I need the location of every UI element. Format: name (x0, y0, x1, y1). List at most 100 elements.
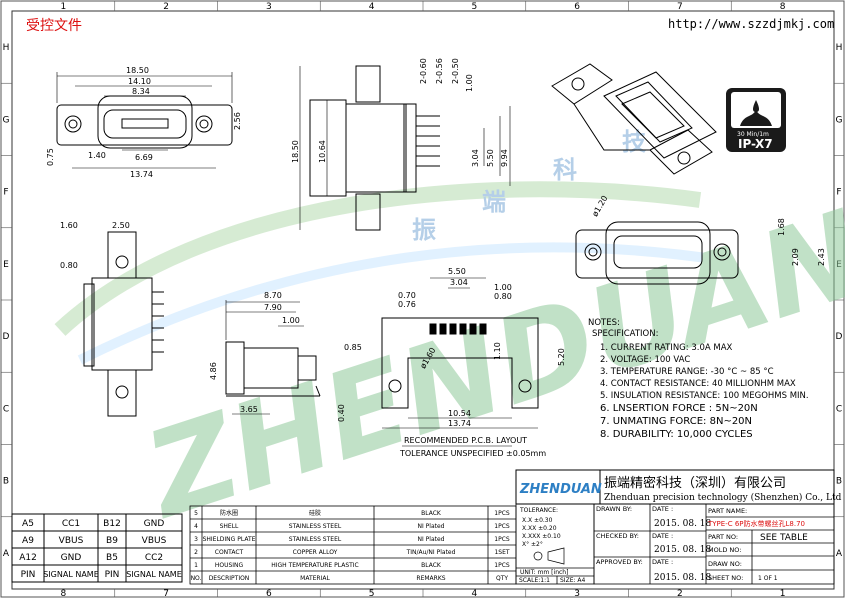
border-number-top: 1 (61, 2, 67, 12)
dim-0-40: 0.40 (337, 404, 346, 422)
dim-1-00-pcb: 1.00 (494, 283, 512, 292)
note-5: 5. INSULATION RESISTANCE: 100 MEGOHMS MI… (600, 391, 809, 401)
bom-cell: STAINLESS STEEL (289, 523, 342, 530)
date-label: DATE : (652, 558, 673, 566)
side-view-mid-dims: 8.70 7.90 1.00 0.85 3.65 4.86 0.40 (209, 291, 362, 422)
pcb-outline (381, 317, 539, 409)
approved-by-label: APPROVED BY: (596, 558, 643, 566)
notes: NOTES: SPECIFICATION: 1. CURRENT RATING:… (588, 318, 809, 440)
ipx7-badge: 30 Min/1m IP-X7 (726, 88, 786, 152)
border-number-bottom: 7 (163, 589, 169, 598)
dim-3-04: 3.04 (471, 149, 480, 167)
bom-cell: SHIELDING PLATE (203, 536, 256, 543)
bom-table (189, 505, 517, 585)
dim-5-50: 5.50 (486, 149, 495, 167)
border-letter-right: F (836, 188, 841, 198)
water-icon (740, 110, 772, 126)
border-letter-right: C (836, 404, 842, 414)
front-screw-left (64, 115, 82, 133)
pin-cell: A12 (19, 553, 37, 563)
note-3: 3. TEMPERATURE RANGE: -30 °C ~ 85 °C (600, 367, 774, 377)
dim-4-86: 4.86 (209, 362, 218, 380)
pin-cell: A5 (22, 519, 34, 529)
note-8: 8. DURABILITY: 10,000 CYCLES (600, 429, 753, 440)
dim-6-69: 6.69 (135, 153, 153, 162)
note-7: 7. UNMATING FORCE: 8N~20N (600, 416, 752, 427)
bom-header-cell: MATERIAL (300, 575, 330, 582)
pin-cell: A9 (22, 536, 34, 546)
bom-cell: NI Plated (418, 523, 445, 530)
plan-flange (575, 229, 739, 279)
bom-cell: 1PCS (494, 562, 510, 569)
dim-8-70: 8.70 (264, 291, 282, 300)
drawn-date: 2015. 08. 18 (654, 519, 712, 529)
controlled-stamp: 受控文件 (26, 18, 82, 34)
side-bottom-tab (355, 193, 381, 231)
company-name-en: Zhenduan precision technology (Shenzhen)… (604, 492, 842, 503)
border-number-bottom: 2 (677, 589, 683, 598)
dim-10-54-pcb: 10.54 (448, 409, 471, 418)
side-view-mid (225, 300, 321, 415)
note-1: 1. CURRENT RATING: 3.0A MAX (600, 343, 733, 353)
note-2: 2. VOLTAGE: 100 VAC (600, 355, 690, 365)
watermark-char-2: 端 (482, 188, 506, 216)
plan-shell (605, 221, 711, 285)
pcb-hole-left (388, 379, 402, 393)
left-bottom-tab (107, 369, 137, 417)
sheet-no-value: 1 OF 1 (758, 575, 778, 582)
pin-table-cells: A5 CC1 B12 GND A9 VBUS B9 VBUS A12 GND B… (19, 519, 182, 580)
bom-header-cell: DESCRIPTION (209, 575, 250, 582)
bom-cell: 1PCS (494, 523, 510, 530)
border-number-bottom: 5 (369, 589, 375, 598)
side-body-main (345, 103, 407, 193)
checked-date: 2015. 08. 18 (654, 545, 712, 555)
projection-symbol (533, 551, 543, 561)
border-letter-right: D (836, 332, 843, 342)
dim-2-09: 2.09 (791, 248, 800, 266)
pin-signal-cell: GND (61, 553, 82, 563)
border-letter-left: H (3, 43, 10, 53)
draw-no-label: DRAW NO: (708, 560, 742, 568)
front-view (56, 72, 233, 169)
drawn-by-label: DRAWN BY: (596, 505, 632, 513)
border-letter-right: E (836, 260, 842, 270)
scale-label: SCALE:1:1 (519, 577, 550, 584)
dim-2-50: 2.50 (112, 221, 130, 230)
border-letter-left: E (3, 260, 9, 270)
watermark-char-4: 技 (622, 128, 647, 156)
tolerance-row: X.X ±0.30 (522, 517, 553, 524)
bom-cell: HIGH TEMPERATURE PLASTIC (271, 562, 359, 569)
notes-spec: SPECIFICATION: (592, 329, 658, 339)
size-label: SIZE: A4 (560, 577, 586, 584)
pin-table (11, 513, 183, 583)
drop-icon (753, 100, 759, 112)
date-label: DATE : (652, 505, 673, 513)
front-view-dims: 18.50 14.10 8.34 2.56 6.69 1.40 0.75 13.… (46, 66, 242, 179)
bom-cell: 5 (194, 510, 198, 517)
iso-lower-edge (573, 103, 650, 151)
border-number-top: 7 (677, 2, 683, 12)
dim-1-00: 1.00 (465, 74, 474, 92)
bom-cell: 硅胶 (309, 509, 321, 517)
dim-2-43: 2.43 (817, 248, 826, 266)
bom-cell: NI Plated (418, 536, 445, 543)
tolerance-row: X.XXX ±0.10 (522, 533, 561, 540)
dim-0-75: 0.75 (46, 148, 55, 166)
note-6: 6. LNSERTION FORCE : 5N~20N (600, 403, 758, 414)
bom-cell: STAINLESS STEEL (289, 536, 342, 543)
bom-cell: 1 (194, 562, 198, 569)
dim-2-56: 2.56 (233, 112, 242, 130)
left-view (83, 231, 164, 417)
dim-9-94: 9.94 (500, 149, 509, 167)
bom-header-cell: QTY (496, 575, 508, 582)
dim-1-40: 1.40 (88, 151, 106, 160)
dim-13-74-pcb: 13.74 (448, 419, 471, 428)
bom-cell: CONTACT (215, 549, 244, 556)
front-cavity (103, 109, 187, 139)
dim-13-74: 13.74 (130, 170, 153, 179)
bom-header-cell: REMARKS (416, 575, 445, 582)
pcb-title: RECOMMENDED P.C.B. LAYOUT (404, 436, 527, 445)
tolerance-text: TOLERANCE: X.X ±0.30 X.XX ±0.20 X.XXX ±0… (519, 507, 586, 584)
dim-0-76-pcb: 0.76 (398, 300, 416, 309)
